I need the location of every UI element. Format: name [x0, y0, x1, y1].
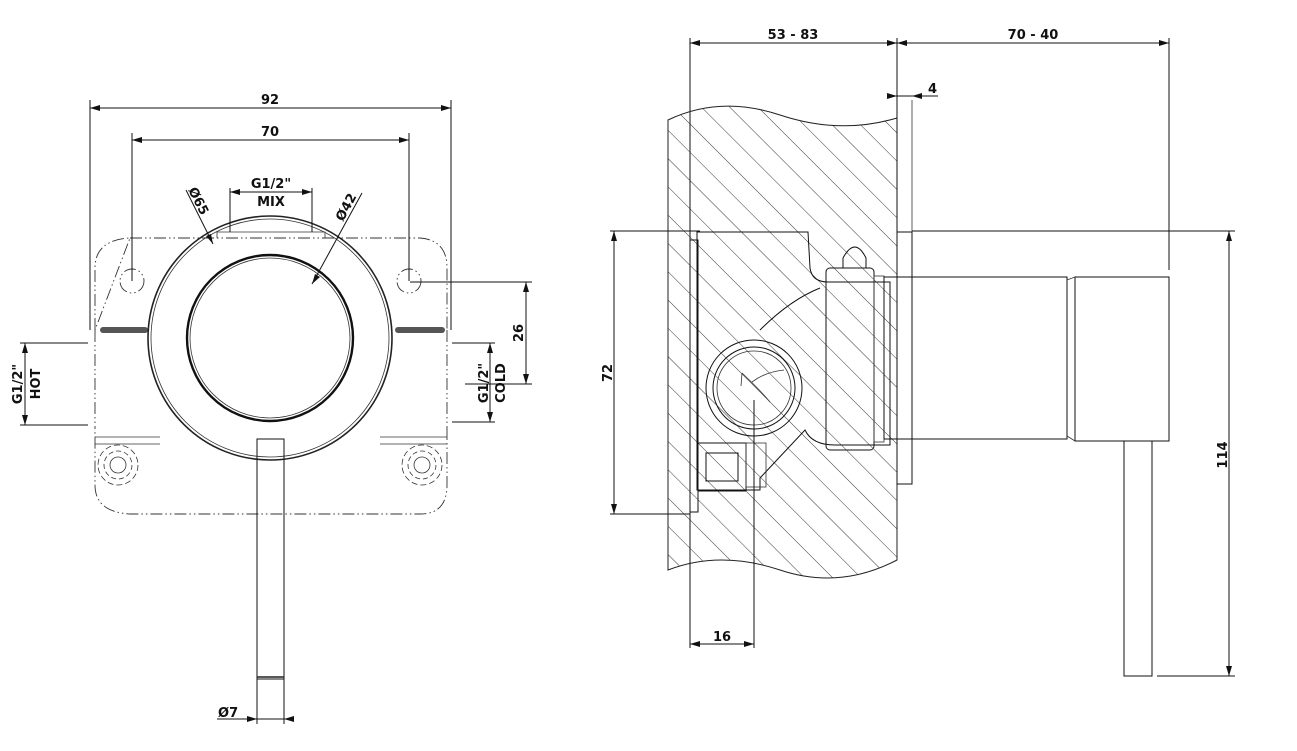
lower-lug-right [380, 436, 447, 486]
phi-symbol-7: Ø [218, 706, 229, 721]
lever-side [1123, 440, 1153, 677]
stop-stem [745, 442, 767, 488]
dim-total-height: 114 [912, 230, 1235, 677]
axis-offset-label: 16 [713, 630, 731, 645]
dim-wall-depth: 53 - 83 [689, 28, 898, 648]
handle-chamfer-top [1066, 276, 1076, 281]
rosette-outer [147, 215, 393, 461]
dim-70-label: 70 [261, 125, 279, 140]
outer-diameter-label: 65 [189, 195, 211, 218]
handle-inner-edge [189, 257, 351, 419]
svg-text:Ø42: Ø42 [333, 191, 360, 224]
hot-thread-label: G1/2" [11, 364, 26, 404]
lever [256, 438, 285, 680]
dim-92-label: 92 [261, 93, 279, 108]
dim-hole-to-axis: 26 [410, 281, 532, 385]
side-view: 53 - 83 70 - 40 4 72 [601, 28, 1235, 677]
cold-label: COLD [494, 363, 509, 403]
dim-mix-outlet: G1/2" MIX [229, 177, 313, 232]
dim-plate-thickness: 4 [887, 82, 938, 99]
lower-lug-left [95, 436, 160, 486]
handle-cap [1074, 276, 1170, 442]
lever-diameter-label: 7 [229, 706, 238, 721]
dim-overall-width: 92 [89, 93, 452, 330]
dim-26-label: 26 [512, 324, 527, 342]
dim-hot-inlet: G1/2" HOT [11, 342, 88, 426]
hot-label: HOT [29, 368, 44, 399]
valve-body [696, 231, 891, 491]
svg-text:Ø7: Ø7 [218, 706, 238, 721]
mix-outlet [216, 231, 326, 238]
plate-thickness-label: 4 [928, 82, 937, 97]
dim-lever-diameter: Ø7 [217, 679, 294, 724]
cold-thread-label: G1/2" [477, 363, 492, 403]
dim-cold-inlet: G1/2" COLD [452, 342, 509, 423]
dim-inner-diameter: Ø42 [311, 191, 363, 285]
slot-left [100, 327, 148, 333]
mix-thread-label: G1/2" [251, 177, 291, 192]
cartridge-link [759, 287, 821, 331]
total-height-label: 114 [1216, 441, 1231, 468]
dim-outer-diameter: Ø65 [184, 185, 214, 245]
mix-label: MIX [257, 195, 285, 210]
handle-body [185, 253, 355, 423]
dim-hole-spacing: 70 [131, 125, 410, 281]
wall-depth-label: 53 - 83 [768, 28, 819, 43]
projection-label: 70 - 40 [1008, 28, 1059, 43]
handle-chamfer-bottom [1066, 435, 1076, 442]
dim-body-height: 72 [601, 230, 700, 515]
slot-right [395, 327, 445, 333]
rosette-plate [896, 231, 913, 485]
flow-symbol [740, 369, 785, 403]
dim-projection: 70 - 40 [897, 28, 1170, 270]
body-height-label: 72 [601, 364, 616, 382]
front-view: 92 70 G1/2" MIX Ø65 [11, 93, 532, 724]
stop-box-inner [705, 452, 739, 482]
rosette-outer-edge [150, 218, 390, 458]
knurled-handle [883, 276, 1068, 440]
backbox-outline [94, 237, 448, 515]
svg-text:Ø65: Ø65 [184, 185, 211, 218]
bonnet-cap [842, 246, 867, 269]
dim-axis-offset: 16 [690, 630, 754, 647]
wall-section [667, 105, 898, 579]
